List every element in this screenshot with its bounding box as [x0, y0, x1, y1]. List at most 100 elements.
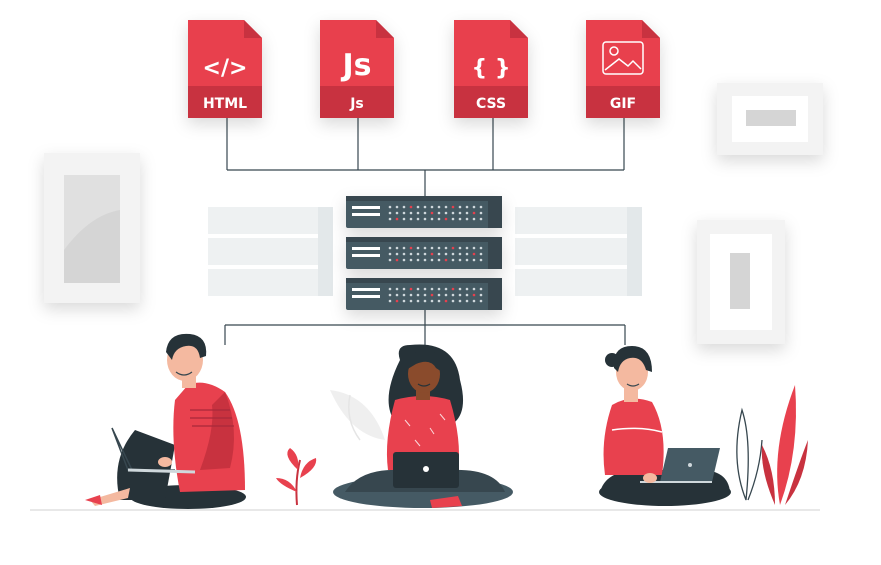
status-led — [423, 205, 427, 209]
status-led — [451, 205, 455, 209]
status-led — [409, 258, 413, 262]
status-led — [479, 205, 483, 209]
status-led — [430, 293, 434, 297]
status-led — [395, 287, 399, 291]
status-led — [388, 299, 392, 303]
status-led — [388, 205, 392, 209]
status-led — [416, 299, 420, 303]
status-led — [430, 205, 434, 209]
status-led — [465, 299, 469, 303]
status-led — [472, 299, 476, 303]
status-led — [458, 299, 462, 303]
status-led — [409, 246, 413, 250]
status-led — [437, 205, 441, 209]
status-led — [479, 211, 483, 215]
status-led — [479, 287, 483, 291]
status-led — [465, 293, 469, 297]
plant-outline — [736, 407, 763, 501]
status-led — [458, 252, 462, 256]
status-led — [388, 287, 392, 291]
status-led — [437, 258, 441, 262]
status-led — [465, 217, 469, 221]
status-led — [430, 252, 434, 256]
status-led — [395, 205, 399, 209]
status-led — [444, 287, 448, 291]
status-led — [437, 287, 441, 291]
status-led — [472, 287, 476, 291]
status-led — [416, 246, 420, 250]
status-led — [465, 211, 469, 215]
status-led — [416, 217, 420, 221]
plant-small-red — [276, 448, 317, 506]
status-led — [451, 287, 455, 291]
status-led — [430, 217, 434, 221]
status-led — [395, 293, 399, 297]
file-icon-css: { }CSS — [454, 20, 528, 118]
status-led — [451, 293, 455, 297]
status-led — [388, 211, 392, 215]
status-led — [395, 246, 399, 250]
status-led — [472, 293, 476, 297]
status-led — [472, 246, 476, 250]
server-unit — [346, 237, 502, 269]
status-led — [430, 258, 434, 262]
status-led — [437, 252, 441, 256]
status-led — [402, 252, 406, 256]
status-led — [465, 246, 469, 250]
status-led — [409, 287, 413, 291]
status-led — [458, 293, 462, 297]
status-led — [451, 211, 455, 215]
status-led — [479, 246, 483, 250]
status-led — [388, 293, 392, 297]
file-icon-html: </> HTML — [188, 20, 262, 118]
html-code-icon: </> — [203, 56, 248, 81]
status-led — [416, 293, 420, 297]
status-led — [479, 299, 483, 303]
status-led — [444, 252, 448, 256]
connector-lines — [224, 118, 626, 345]
status-led — [409, 299, 413, 303]
person-man-with-laptop — [85, 333, 246, 509]
status-led — [423, 293, 427, 297]
status-led — [437, 217, 441, 221]
status-led — [444, 217, 448, 221]
status-led — [444, 246, 448, 250]
status-led — [451, 252, 455, 256]
status-led — [472, 252, 476, 256]
file-label: Js — [349, 96, 364, 112]
status-led — [395, 217, 399, 221]
status-led — [465, 205, 469, 209]
status-led — [458, 211, 462, 215]
file-icon-gif: GIF — [586, 20, 660, 118]
status-led — [402, 258, 406, 262]
javascript-icon: Js — [340, 48, 371, 83]
status-led — [444, 205, 448, 209]
person-woman-right-with-laptop — [599, 346, 731, 506]
status-led — [423, 211, 427, 215]
file-label: GIF — [610, 96, 636, 112]
status-led — [479, 217, 483, 221]
status-led — [472, 205, 476, 209]
status-led — [409, 252, 413, 256]
server-rack-right-faded — [515, 207, 642, 296]
status-led — [444, 211, 448, 215]
server-unit — [346, 278, 502, 310]
status-led — [409, 293, 413, 297]
status-led — [458, 205, 462, 209]
status-led — [409, 205, 413, 209]
status-led — [479, 293, 483, 297]
status-led — [458, 287, 462, 291]
status-led — [402, 205, 406, 209]
status-led — [423, 287, 427, 291]
status-led — [437, 246, 441, 250]
status-led — [402, 293, 406, 297]
wall-frame-top-right — [717, 83, 823, 155]
status-led — [388, 217, 392, 221]
wall-frame-right — [697, 220, 785, 344]
status-led — [451, 258, 455, 262]
status-led — [402, 287, 406, 291]
file-label: HTML — [203, 96, 247, 112]
